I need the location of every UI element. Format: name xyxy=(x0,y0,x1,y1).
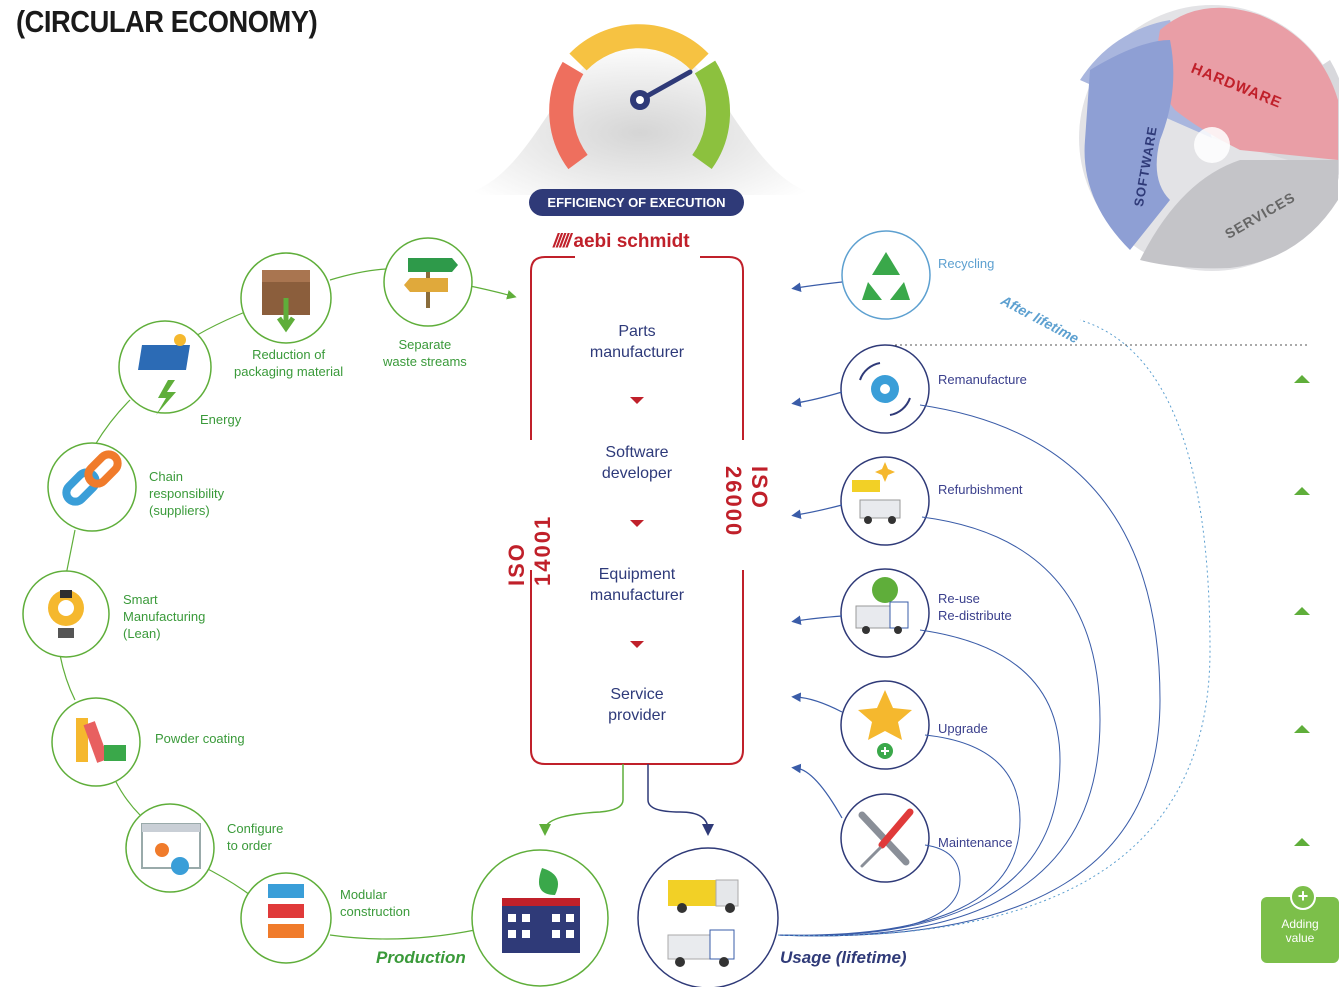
page-title: (CIRCULAR ECONOMY) xyxy=(16,4,318,39)
production-label: Production xyxy=(376,948,466,967)
label-packaging: Reduction of packaging material xyxy=(234,347,344,379)
usage-vehicles xyxy=(637,847,779,987)
label-recycling: Recycling xyxy=(938,256,995,271)
signpost-icon xyxy=(404,258,458,308)
step-equipment-manufacturer: Equipment manufacturer xyxy=(589,566,685,604)
label-powder-coating: Powder coating xyxy=(155,731,245,746)
arrow-up-icon xyxy=(1294,838,1310,846)
truck-sparkle-icon xyxy=(852,462,901,524)
label-separate-waste: Separate waste streams xyxy=(383,337,467,369)
chain-icon xyxy=(62,450,122,506)
arrow-up-icon xyxy=(1294,725,1310,733)
step-parts-manufacturer: Parts manufacturer xyxy=(589,323,685,361)
arrow-up-icon xyxy=(1294,375,1310,383)
arrow-up-icon xyxy=(1294,607,1310,615)
browser-gears-icon xyxy=(141,823,201,875)
iso-26000-label: ISO 26000 xyxy=(721,466,772,538)
lifecycle-curves xyxy=(777,319,1310,937)
solar-panel-icon xyxy=(138,334,190,415)
label-refurbishment: Refurbishment xyxy=(938,482,1023,497)
label-remanufacture: Remanufacture xyxy=(938,372,1027,387)
star-plus-icon xyxy=(858,690,912,759)
lightbulb-gear-icon xyxy=(48,590,84,638)
label-reuse: Re-use Re-distribute xyxy=(938,591,1012,623)
brand-logo: /////aebi schmidt xyxy=(553,231,690,252)
color-swatch-icon xyxy=(76,718,126,763)
recycle-icon xyxy=(862,252,910,300)
bricks-icon xyxy=(268,884,304,938)
plus-icon: + xyxy=(1290,884,1316,910)
label-upgrade: Upgrade xyxy=(938,721,988,736)
usage-label: Usage (lifetime) xyxy=(780,948,907,967)
step-service-provider: Service provider xyxy=(608,686,666,724)
adding-value-badge: + Adding value xyxy=(1261,884,1339,963)
efficiency-badge: EFFICIENCY OF EXECUTION xyxy=(529,189,744,216)
factory-leaf-icon xyxy=(502,868,580,953)
value-chain-box xyxy=(520,256,754,765)
arrow-up-icon xyxy=(1294,487,1310,495)
adding-value-label: Adding value xyxy=(1281,917,1319,945)
step-software-developer: Software developer xyxy=(601,444,673,482)
box-icon xyxy=(262,270,310,333)
label-modular: Modular construction xyxy=(340,887,411,919)
sweeper-reuse-icon xyxy=(855,577,909,634)
label-energy: Energy xyxy=(200,412,242,427)
gear-cycle-icon xyxy=(859,362,911,416)
label-maintenance: Maintenance xyxy=(938,835,1013,850)
iso-14001-label: ISO 14001 xyxy=(504,514,555,586)
label-smart-manufacturing: Smart Manufacturing (Lean) xyxy=(123,592,206,641)
label-configure: Configure to order xyxy=(227,821,284,853)
brand-name: aebi schmidt xyxy=(573,231,690,252)
puzzle-graphic xyxy=(1079,5,1339,271)
label-chain-responsibility: Chain responsibility (suppliers) xyxy=(149,469,225,518)
efficiency-gauge xyxy=(460,24,820,195)
lifecycle-circles xyxy=(840,230,931,883)
wrench-screwdriver-icon xyxy=(858,808,914,868)
return-arrows xyxy=(791,281,843,819)
